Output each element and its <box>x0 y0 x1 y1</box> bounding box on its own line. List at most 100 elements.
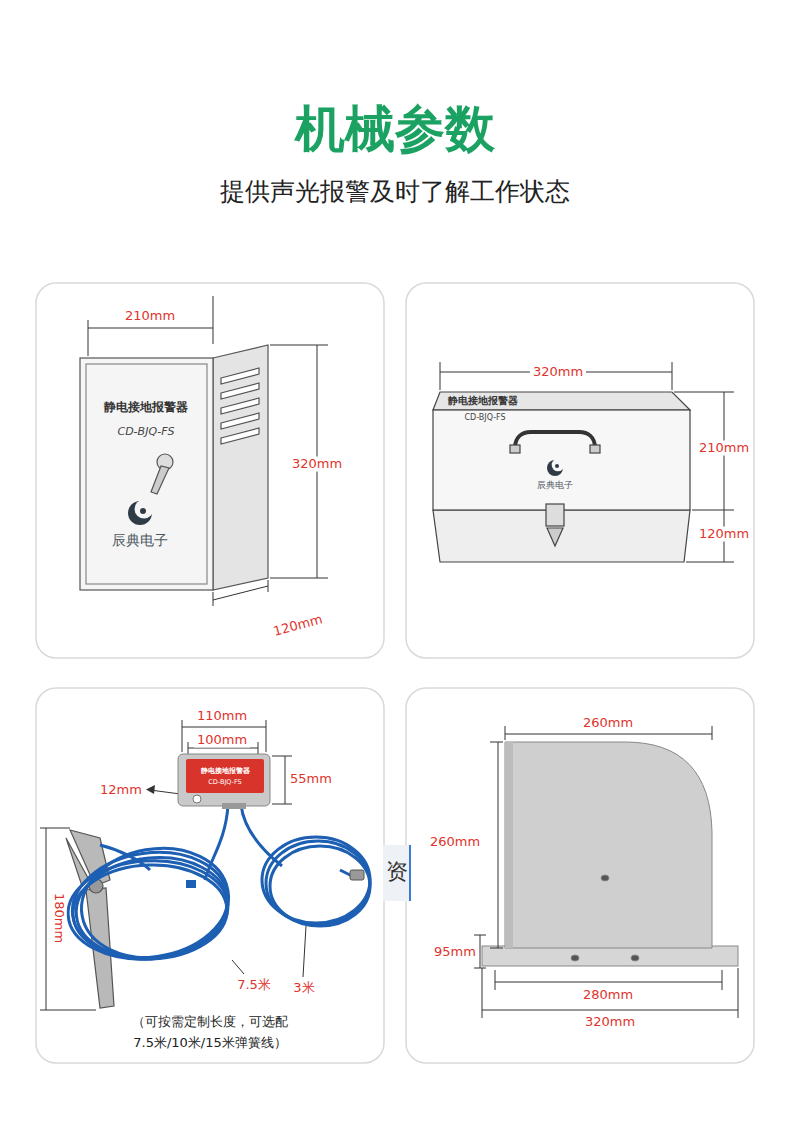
note: （可按需定制长度，可选配 7.5米/10米/15米弹簧线） <box>121 1012 299 1054</box>
dimension-line <box>88 320 89 356</box>
dimension-line <box>213 592 214 606</box>
subtitle: 提供声光报警及时了解工作状态 <box>220 178 570 207</box>
cover-drawing <box>505 742 513 948</box>
dimension-line <box>498 742 499 948</box>
alarm-housing <box>222 803 246 809</box>
arrow-head <box>146 785 155 794</box>
coiled-cable <box>73 837 238 969</box>
cabinet-drawing <box>213 345 268 590</box>
dimension-line <box>482 1010 738 1011</box>
dimension-line <box>88 328 213 329</box>
panel-frame <box>36 688 384 1063</box>
dimension-line <box>505 726 506 740</box>
cover-drawing <box>571 955 579 961</box>
alarm-faceplate: 静电接地报警器 CD-BJQ-FS <box>186 759 264 793</box>
alarm-housing <box>193 795 201 803</box>
dimension-line <box>272 804 292 805</box>
dimension-label: 12mm <box>100 783 142 798</box>
device-name: 静电接地报警器 <box>448 396 518 407</box>
cover-drawing <box>482 946 738 966</box>
model-number: CD-BJQ-FS <box>117 426 174 439</box>
dimension-label: 260mm <box>430 835 480 850</box>
watermark-patch <box>383 845 410 901</box>
dimension-line <box>440 362 441 390</box>
device-name: 静电接地报警器 <box>104 401 188 415</box>
cabinet-drawing <box>221 383 259 399</box>
device-name: 静电接地报警器 <box>201 767 250 775</box>
dimension-label: 95mm <box>434 945 476 960</box>
dimension-line <box>490 948 503 949</box>
case-drawing <box>433 392 690 410</box>
logo-mark <box>128 500 154 526</box>
dimension-label: 110mm <box>197 709 247 724</box>
dimension-line <box>272 756 292 757</box>
dimension-label: 210mm <box>125 309 175 324</box>
cover-drawing <box>631 955 639 961</box>
dimension-line <box>213 296 214 344</box>
dimension-line <box>674 392 734 393</box>
dimension-line <box>490 742 503 743</box>
model-number: CD-BJQ-FS <box>464 413 505 422</box>
cable-terminal <box>186 880 196 888</box>
logo-mark <box>552 459 565 472</box>
dimension-line <box>686 562 734 563</box>
cabinet-front: 静电接地报警器 CD-BJQ-FS 辰典电子 <box>80 358 213 590</box>
dimension-line <box>440 362 734 562</box>
arrow-head <box>146 785 155 794</box>
dimension-line <box>213 586 268 600</box>
case-lid: 静电接地报警器 CD-BJQ-FS 辰典电子 <box>433 392 690 510</box>
dimension-label: 320mm <box>530 365 586 380</box>
cabinet-drawing <box>221 368 259 384</box>
alarm-housing <box>178 754 270 806</box>
watermark: 资 <box>386 859 408 884</box>
alarm-housing <box>178 754 270 809</box>
cover-drawing <box>601 875 609 881</box>
dimension-line <box>46 828 47 1010</box>
coiled-cable <box>262 837 370 923</box>
watermark-patch <box>409 845 411 901</box>
watermark-patch <box>383 845 410 901</box>
logo-mark <box>547 459 564 476</box>
brand-name: 辰典电子 <box>537 480 573 490</box>
panel-frame <box>406 283 754 658</box>
brand-name: 辰典电子 <box>112 532 168 548</box>
cover-drawing <box>482 742 738 966</box>
dimension-line <box>182 720 183 752</box>
panel-frame <box>406 688 754 1063</box>
dimension-line <box>474 726 738 1018</box>
dimension-label: 100mm <box>194 733 250 748</box>
case-drawing <box>546 504 564 526</box>
case-drawing <box>547 528 563 546</box>
logo-mark <box>140 508 146 514</box>
dimension-line <box>495 970 496 990</box>
case-drawing <box>590 445 600 453</box>
cabinet-drawing <box>221 413 259 429</box>
dimension-line <box>40 1010 96 1011</box>
dimension-line <box>182 727 266 728</box>
cabinet-drawing <box>221 428 259 444</box>
cable-terminal <box>350 870 364 880</box>
dimension-line <box>40 828 70 829</box>
dimension-label: 260mm <box>583 716 633 731</box>
dimension-line <box>270 578 328 579</box>
dimension-line <box>722 970 723 990</box>
dimension-line <box>188 748 258 749</box>
cabinet-drawing <box>86 364 207 584</box>
dimension-label: 120mm <box>272 612 324 639</box>
dimension-label: 120mm <box>696 527 752 542</box>
cabinet-drawing <box>151 466 169 494</box>
model-number: CD-BJQ-FS <box>208 779 241 786</box>
dimension-label: 180mm <box>52 890 67 946</box>
logo-mark <box>555 464 559 468</box>
cabinet-drawing <box>80 345 268 590</box>
cover-drawing <box>505 742 712 948</box>
dimension-line <box>505 734 712 735</box>
case-drawing <box>433 410 690 510</box>
dimension-line <box>285 756 286 804</box>
case-drawing <box>433 392 690 562</box>
page-title: 机械参数 <box>295 101 495 159</box>
dimension-line <box>268 580 269 592</box>
